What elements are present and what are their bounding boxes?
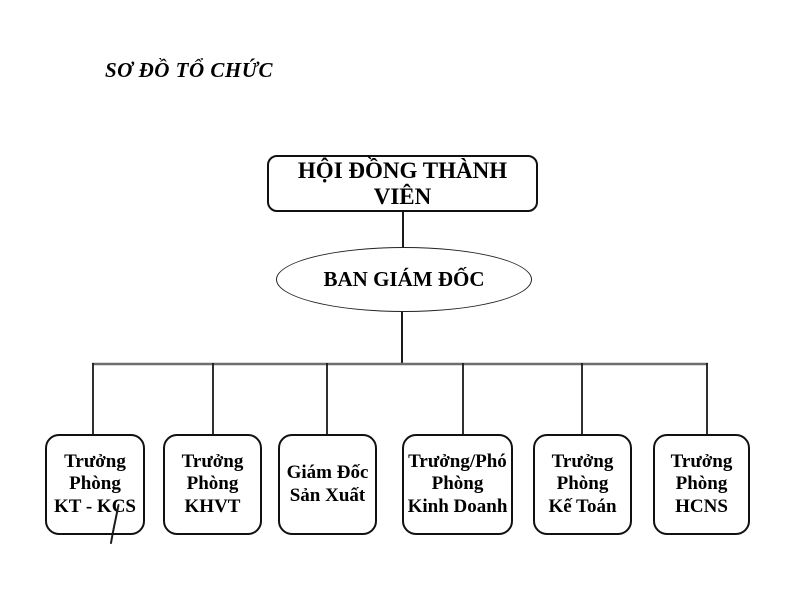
org-node-truong-phong-ke-toan: Trưởng Phòng Kế Toán — [533, 434, 632, 535]
org-node-label: Trưởng Phòng KT - KCS — [53, 451, 136, 517]
org-node-truong-phong-khvt: Trưởng Phòng KHVT — [163, 434, 262, 535]
org-node-label: Trưởng Phòng Kế Toán — [548, 451, 617, 517]
org-node-label: Trưởng/Phó Phòng Kinh Doanh — [407, 451, 508, 517]
org-node-label: Trưởng Phòng HCNS — [670, 451, 733, 517]
org-node-label: Giám Đốc Sản Xuất — [286, 462, 369, 506]
org-node-truong-phong-kt-kcs: Trưởng Phòng KT - KCS — [45, 434, 145, 535]
org-node-label: HỘI ĐỒNG THÀNH VIÊN — [297, 157, 508, 209]
org-node-label: BAN GIÁM ĐỐC — [323, 267, 485, 291]
org-node-truong-pho-phong-kinh-doanh: Trưởng/Phó Phòng Kinh Doanh — [402, 434, 513, 535]
page-title: SƠ ĐỒ TỔ CHỨC — [105, 58, 274, 82]
org-node-label: Trưởng Phòng KHVT — [181, 451, 244, 517]
org-node-ban-giam-doc: BAN GIÁM ĐỐC — [276, 247, 532, 312]
org-node-giam-doc-san-xuat: Giám Đốc Sản Xuất — [278, 434, 377, 535]
org-node-hoi-dong-thanh-vien: HỘI ĐỒNG THÀNH VIÊN — [267, 155, 538, 212]
org-node-truong-phong-hcns: Trưởng Phòng HCNS — [653, 434, 750, 535]
